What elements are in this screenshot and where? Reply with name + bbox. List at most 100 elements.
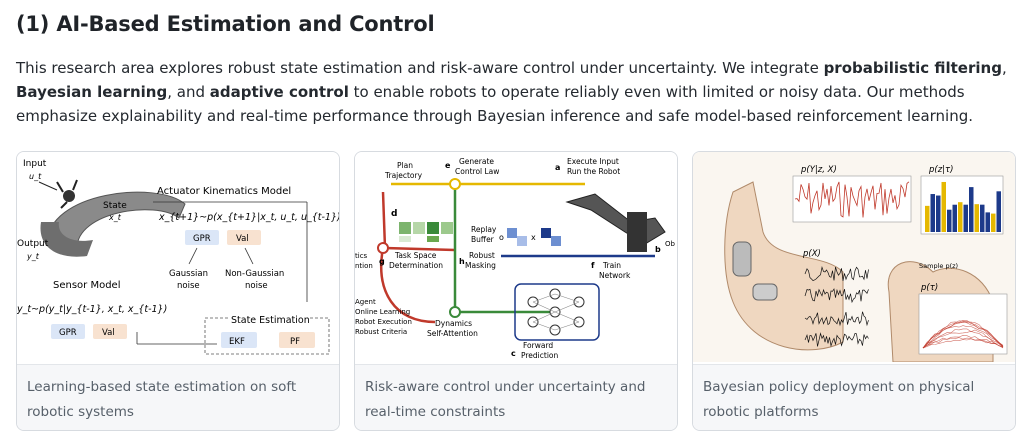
loop-path-red — [381, 191, 456, 252]
label-x: x — [531, 233, 536, 242]
label-masking: Masking — [465, 261, 496, 270]
histogram-bar — [974, 204, 979, 232]
label-state: State — [103, 201, 127, 211]
histogram-bar — [996, 191, 1001, 232]
trajectory-curve — [922, 320, 1004, 349]
label-agent: Agent — [355, 298, 376, 306]
label-robot-execution: Robot Execution — [355, 318, 412, 326]
histogram-bar — [991, 213, 996, 232]
pf-label: PF — [290, 337, 300, 347]
gaussian-noise-label: noise — [177, 281, 200, 291]
gpr-label-1: GPR — [193, 234, 211, 244]
nongaussian-noise-label: noise — [245, 281, 268, 291]
histogram-bar — [930, 194, 935, 232]
label-ntion: ntion — [355, 262, 373, 270]
trajectory-curves — [922, 319, 1004, 349]
label-u-t: u_t — [29, 172, 42, 181]
histogram-bars — [925, 181, 1001, 232]
label-g: g — [379, 257, 385, 266]
robot-joint — [63, 190, 75, 202]
label-b: b — [655, 245, 661, 254]
label-tics: tics — [355, 252, 368, 260]
label-execute: Execute Input — [567, 157, 619, 166]
figure-risk-aware-control: Plan Trajectory d e Generate Control Law… — [355, 152, 677, 362]
card-caption: Bayesian policy deployment on physical r… — [703, 379, 975, 420]
label-robust-criteria: Robust Criteria — [355, 328, 407, 336]
nongaussian-label: Non-Gaussian — [225, 269, 284, 279]
gaussian-label: Gaussian — [169, 269, 208, 279]
state-estimation-diagram: Input u_t State x_t Output y_t Actuator … — [17, 159, 339, 355]
gpr-badge-2 — [51, 324, 85, 339]
label-forward: Forward — [523, 341, 553, 350]
noise-traces — [804, 265, 869, 348]
histogram-bar — [925, 205, 930, 232]
actuator-model-title: Actuator Kinematics Model — [157, 186, 291, 197]
intro-bold-bayesian-learning: Bayesian learning — [16, 83, 168, 101]
card-bayesian-policy[interactable]: p(Y|z, X) p(z|τ) p(X) Sample p(z) p(τ) B… — [692, 151, 1016, 431]
label-robust: Robust — [469, 251, 495, 260]
card-caption-box: Risk-aware control under uncertainty and… — [355, 364, 677, 430]
histogram-bar — [958, 202, 963, 232]
label-dynamics: Dynamics — [435, 319, 472, 328]
sensor-device-1 — [732, 241, 752, 277]
ekf-badge — [221, 332, 257, 348]
histogram-bar — [952, 204, 957, 232]
histogram-bar — [985, 212, 990, 232]
label-output: Output — [17, 239, 49, 249]
histogram-bar — [963, 204, 968, 232]
signal-plot-top — [792, 175, 912, 223]
noise-trace — [804, 288, 869, 304]
trajectory-curve — [922, 338, 1004, 349]
card-caption-box: Bayesian policy deployment on physical r… — [693, 364, 1015, 430]
label-task-space: Task Space — [394, 251, 437, 260]
label-o: o — [499, 233, 504, 242]
trajectory-curve — [922, 337, 1004, 349]
label-replay: Replay — [471, 225, 497, 234]
val-badge-1 — [227, 230, 261, 245]
signal-trace-red — [794, 181, 910, 218]
label-a: a — [555, 163, 560, 172]
label-generate: Generate — [459, 157, 494, 166]
val-badge-2 — [93, 324, 127, 339]
histogram-bar — [980, 204, 985, 232]
card-risk-aware-control[interactable]: Plan Trajectory d e Generate Control Law… — [354, 151, 678, 431]
label-trajectory: Trajectory — [384, 171, 423, 180]
label-f: f — [591, 261, 595, 270]
label-d: d — [391, 209, 397, 219]
label-sample-pz: Sample p(z) — [919, 262, 958, 270]
trajectory-curve — [922, 319, 1004, 349]
label-prediction: Prediction — [521, 351, 559, 360]
risk-aware-control-diagram: Plan Trajectory d e Generate Control Law… — [355, 157, 676, 360]
robot-cables — [56, 179, 78, 209]
card-grid: Input u_t State x_t Output y_t Actuator … — [16, 151, 1016, 431]
card-caption: Learning-based state estimation on soft … — [27, 379, 297, 420]
section-title: (1) AI-Based Estimation and Control — [16, 12, 435, 36]
label-h: h — [459, 257, 465, 266]
label-y-t: y_t — [26, 252, 40, 261]
section-intro: This research area explores robust state… — [16, 56, 1016, 128]
soft-robot-arm — [46, 191, 186, 249]
sensor-equation: y_t~p(y_t|y_{t-1}, x_t, x_{t-1}) — [17, 304, 167, 315]
intro-text-1: This research area explores robust state… — [16, 59, 824, 77]
noise-trace — [804, 332, 869, 348]
network-box — [514, 283, 600, 341]
intro-text-4: to enable robots to operate reliably eve… — [16, 83, 974, 125]
val-label-2: Val — [102, 328, 115, 338]
label-buffer: Buffer — [471, 235, 495, 244]
intro-text-3: , and — [167, 83, 210, 101]
histogram-bar — [969, 187, 974, 232]
card-state-estimation[interactable]: Input u_t State x_t Output y_t Actuator … — [16, 151, 340, 431]
gpr-badge-1 — [185, 230, 219, 245]
label-p-x: p(X) — [802, 249, 821, 259]
noise-trace — [804, 265, 869, 282]
label-x-t: x_t — [108, 213, 122, 222]
soft-robot-base — [40, 222, 93, 257]
label-run-robot: Run the Robot — [567, 167, 620, 176]
label-e: e — [445, 161, 451, 170]
robot-gripper — [627, 212, 647, 252]
card-caption: Risk-aware control under uncertainty and… — [365, 379, 646, 420]
trajectory-curve — [922, 328, 1004, 349]
sensor-model-title: Sensor Model — [53, 280, 120, 291]
figure-state-estimation: Input u_t State x_t Output y_t Actuator … — [17, 152, 339, 362]
